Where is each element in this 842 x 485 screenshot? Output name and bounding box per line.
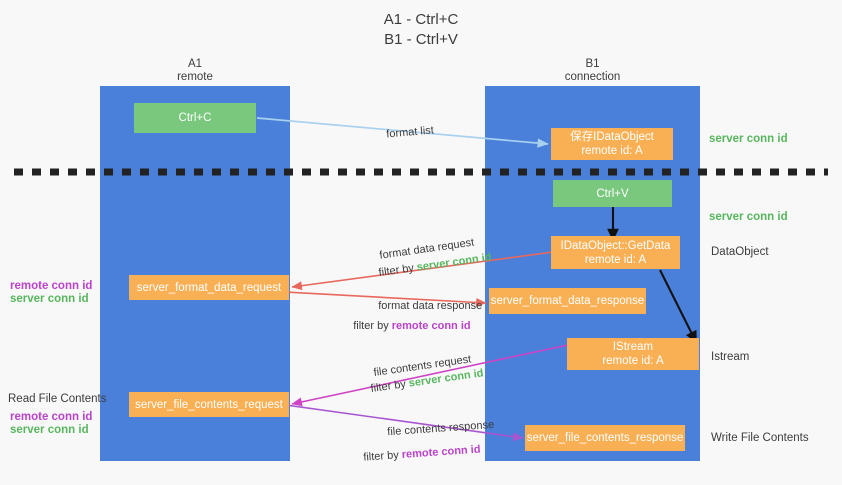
right-label-write-file-contents: Write File Contents <box>711 432 809 444</box>
box-ctrl-c[interactable]: Ctrl+C <box>134 103 256 133</box>
lane-b1-name: B1 <box>585 58 600 70</box>
lane-header-a1: A1 remote <box>100 58 290 84</box>
left-label-server-conn-id-bottom: server conn id <box>10 424 89 436</box>
box-istream[interactable]: IStream remote id: A <box>567 338 699 370</box>
box-idataobject-getdata[interactable]: IDataObject::GetData remote id: A <box>551 236 680 269</box>
box-save-idataobject-line2: remote id: A <box>581 145 643 157</box>
lane-header-b1: B1 connection <box>485 58 700 84</box>
filter-key-remote-conn-id: remote conn id <box>391 320 471 332</box>
box-server-file-contents-response-label: server_file_contents_response <box>526 432 684 444</box>
filter-prefix: filter by <box>369 377 410 396</box>
edge-label-file-contents-response-filter: filter by remote conn id <box>350 429 482 480</box>
left-label-remote-conn-id-bottom: remote conn id <box>10 411 93 423</box>
page-title: A1 - Ctrl+C B1 - Ctrl+V <box>383 11 459 48</box>
left-label-server-conn-id-mid: server conn id <box>10 293 89 305</box>
box-ctrl-v[interactable]: Ctrl+V <box>553 180 672 207</box>
box-server-format-data-response[interactable]: server_format_data_response <box>489 288 646 314</box>
box-server-file-contents-response[interactable]: server_file_contents_response <box>525 425 685 451</box>
filter-key-server-conn-id: server conn id <box>416 251 493 274</box>
right-label-istream: Istream <box>711 351 750 363</box>
box-save-idataobject[interactable]: 保存IDataObject remote id: A <box>551 128 673 160</box>
filter-prefix: filter by <box>362 448 403 464</box>
left-label-remote-conn-id-mid: remote conn id <box>10 280 93 292</box>
box-getdata-line2: remote id: A <box>584 253 647 266</box>
edge-label-format-data-response-text: format data response <box>378 300 483 312</box>
right-label-server-conn-id-top: server conn id <box>709 133 788 145</box>
box-getdata-line1: IDataObject::GetData <box>560 239 671 252</box>
box-server-file-contents-request-label: server_file_contents_request <box>135 398 283 411</box>
box-istream-line1: IStream <box>612 341 654 353</box>
box-istream-line2: remote id: A <box>602 355 664 367</box>
right-label-server-conn-id-mid: server conn id <box>709 211 788 223</box>
box-ctrl-v-label: Ctrl+V <box>596 187 629 200</box>
box-ctrl-c-label: Ctrl+C <box>178 112 212 124</box>
lane-a1-name: A1 <box>187 58 203 70</box>
filter-key-server-conn-id: server conn id <box>408 367 485 390</box>
left-label-read-file-contents: Read File Contents <box>8 393 107 405</box>
edge-label-format-list: format list <box>372 109 435 156</box>
lane-b1-sub: connection <box>564 71 621 83</box>
filter-prefix: filter by <box>353 320 392 332</box>
edge-label-format-list-text: format list <box>385 124 435 141</box>
box-server-format-data-request-label: server_format_data_request <box>136 281 282 294</box>
box-save-idataobject-line1: 保存IDataObject <box>570 131 654 143</box>
edge-label-format-data-response: format data response <box>366 285 482 327</box>
right-label-dataobject: DataObject <box>711 246 769 258</box>
box-server-format-data-response-label: server_format_data_response <box>490 295 645 307</box>
edge-label-format-data-response-filter: filter by remote conn id <box>341 305 471 347</box>
filter-key-remote-conn-id: remote conn id <box>401 443 481 461</box>
lane-a1-sub: remote <box>177 71 213 83</box>
box-server-format-data-request[interactable]: server_format_data_request <box>129 275 289 300</box>
box-server-file-contents-request[interactable]: server_file_contents_request <box>129 392 289 417</box>
filter-prefix: filter by <box>377 261 418 280</box>
